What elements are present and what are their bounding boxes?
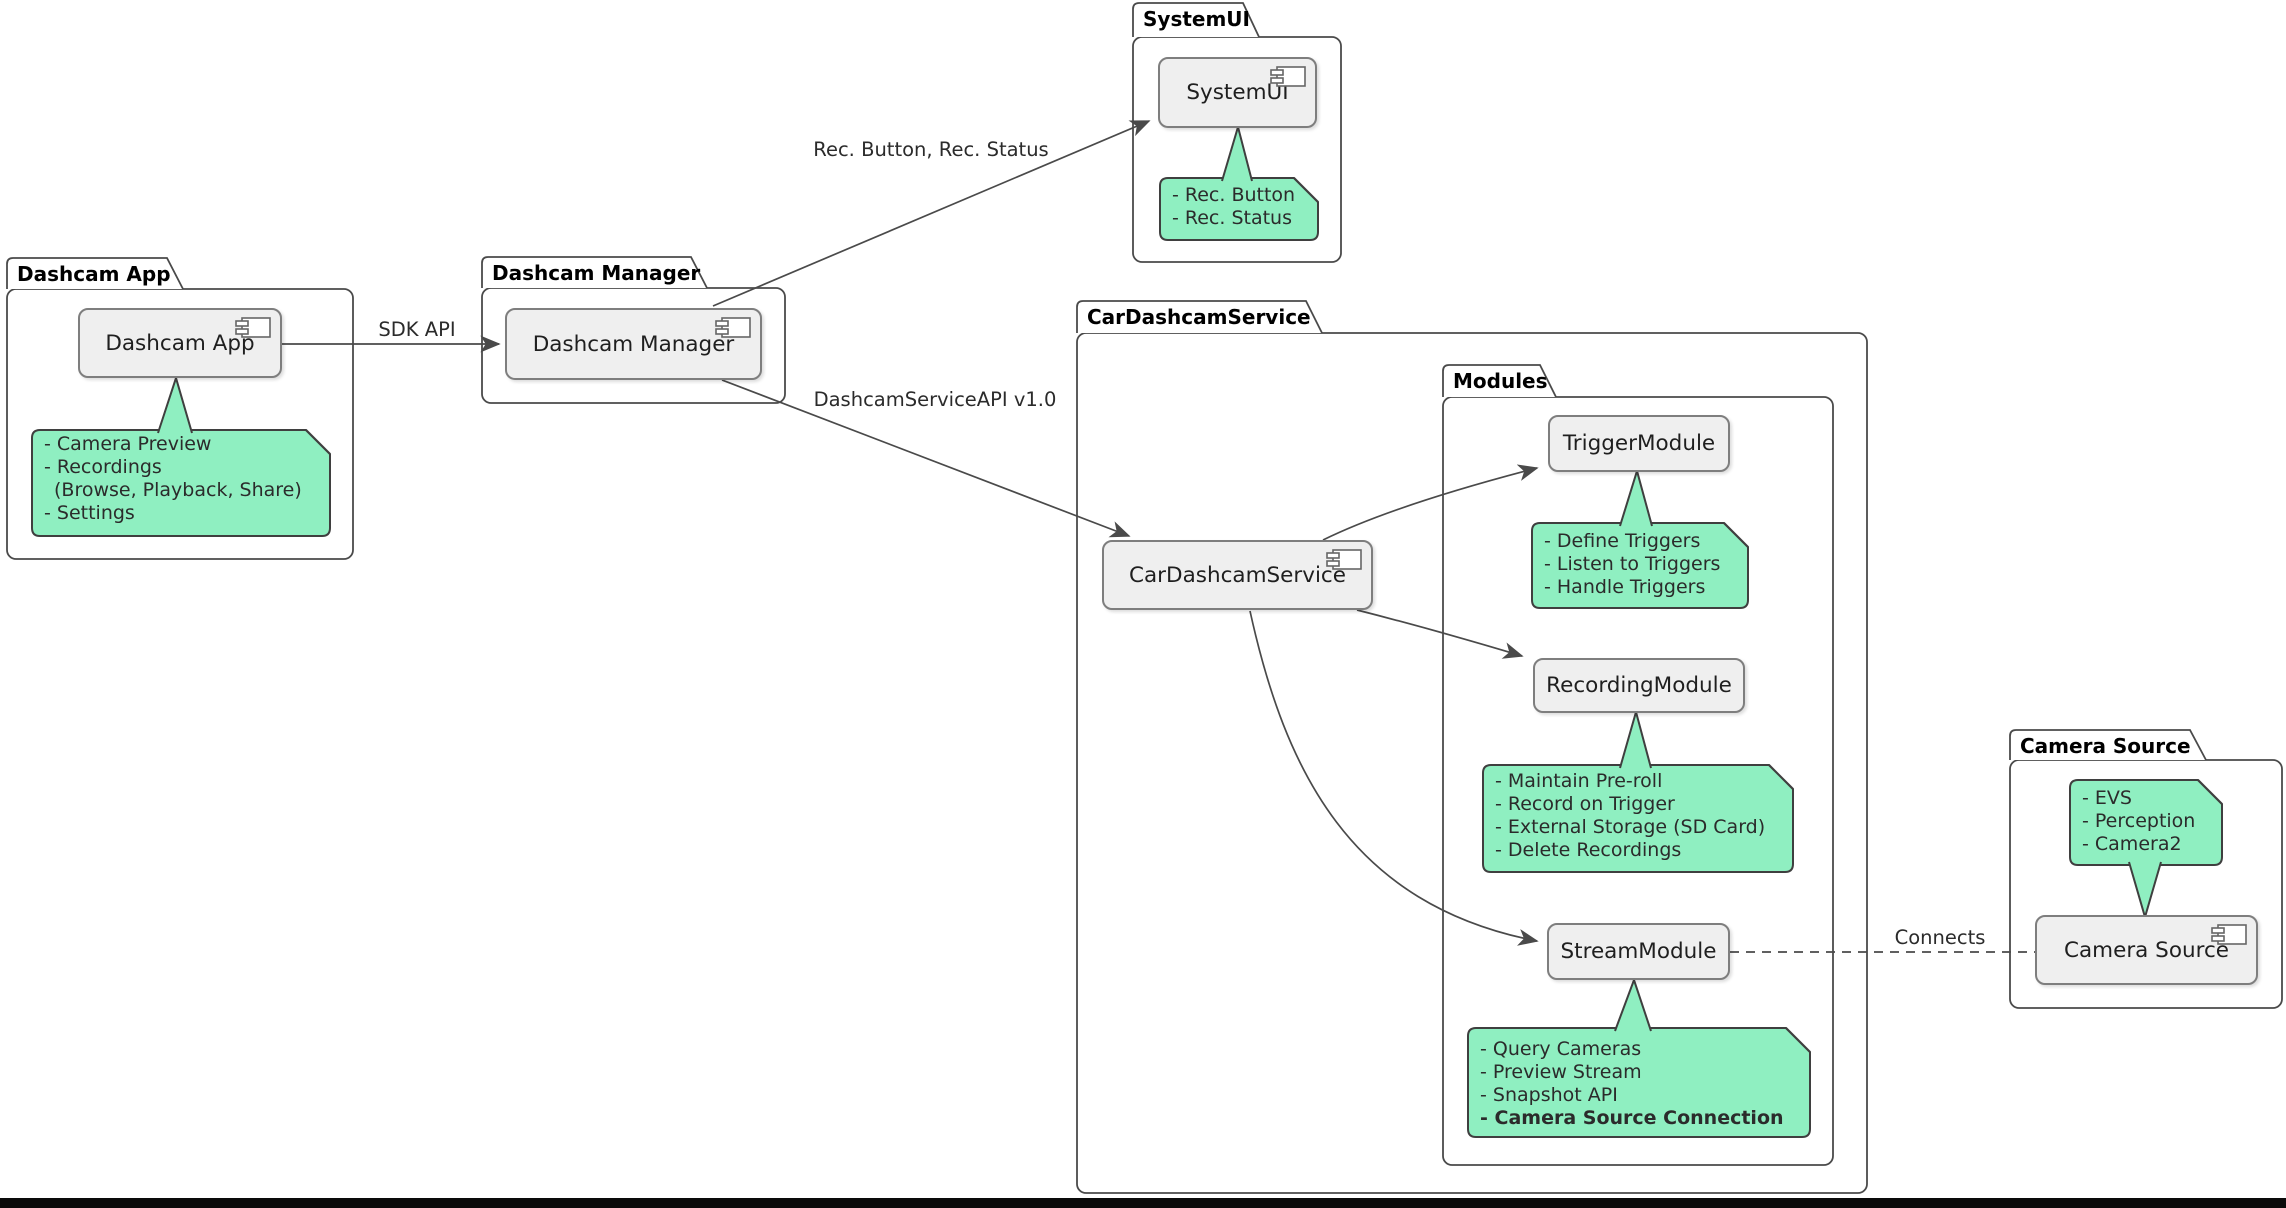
component-label: RecordingModule: [1546, 673, 1732, 698]
note-systemui: - Rec. Button - Rec. Status: [1172, 184, 1295, 230]
edge-label-rec-button-status: Rec. Button, Rec. Status: [813, 138, 1049, 161]
component-icon: [715, 317, 751, 338]
component-recording-module: RecordingModule: [1533, 658, 1745, 713]
note-line: - Listen to Triggers: [1544, 553, 1721, 575]
note-line: - Query Cameras: [1480, 1038, 1642, 1060]
package-title-modules: Modules: [1453, 369, 1548, 393]
component-icon: [1270, 66, 1306, 87]
component-stream-module: StreamModule: [1547, 923, 1730, 980]
component-label: Dashcam Manager: [532, 331, 735, 357]
component-label: CarDashcamService: [1129, 562, 1346, 588]
component-label: Camera Source: [2063, 937, 2230, 963]
edge-label-dashcam-service-api: DashcamServiceAPI v1.0: [813, 388, 1057, 411]
note-recording-module: - Maintain Pre-roll - Record on Trigger …: [1495, 770, 1765, 862]
edge-manager-to-service: [721, 379, 1131, 538]
edges: [282, 120, 2035, 953]
note-line: (Browse, Playback, Share): [54, 479, 302, 501]
component-car-dashcam-service: CarDashcamService: [1102, 540, 1373, 610]
note-camera-source-shape: [2069, 779, 2223, 921]
edge-service-to-stream: [1249, 610, 1539, 946]
note-line: - Rec. Button: [1172, 184, 1296, 206]
note-line: - Camera Source Connection: [1480, 1107, 1784, 1129]
edge-label-sdk-api: SDK API: [378, 318, 456, 341]
note-line: - EVS: [2082, 787, 2132, 809]
package-title-camera-source: Camera Source: [2020, 734, 2191, 758]
package-title-car-dashcam-service: CarDashcamService: [1087, 305, 1311, 329]
note-line: - Maintain Pre-roll: [1495, 770, 1663, 792]
package-title-dashcam-app: Dashcam App: [17, 262, 171, 286]
component-icon: [1326, 549, 1362, 570]
note-stream-module-shape: [1467, 976, 1811, 1138]
component-label: StreamModule: [1560, 939, 1717, 964]
edge-manager-to-systemui: [712, 120, 1151, 307]
note-line: - Rec. Status: [1172, 207, 1293, 229]
component-systemui: SystemUI: [1158, 57, 1317, 128]
component-icon: [235, 317, 271, 338]
note-dashcam-app: - Camera Preview - Recordings (Browse, P…: [44, 433, 302, 525]
component-label: SystemUI: [1186, 80, 1289, 105]
note-line: - Snapshot API: [1480, 1084, 1618, 1106]
note-line: - Record on Trigger: [1495, 793, 1675, 815]
edge-service-to-trigger: [1322, 464, 1539, 541]
note-line: - Define Triggers: [1544, 530, 1701, 552]
note-line: - Camera Preview: [44, 433, 212, 455]
edge-service-to-recording: [1356, 609, 1524, 659]
component-label: TriggerModule: [1562, 431, 1716, 456]
note-line: - Handle Triggers: [1544, 576, 1706, 598]
note-line: - Perception: [2082, 810, 2196, 832]
bottom-bar: [0, 1198, 2286, 1208]
note-dashcam-app-shape: [31, 374, 331, 537]
component-camera-source: Camera Source: [2035, 915, 2258, 985]
note-camera-source: - EVS - Perception - Camera2: [2082, 787, 2195, 856]
component-label: Dashcam App: [105, 330, 255, 356]
note-line: - External Storage (SD Card): [1495, 816, 1766, 838]
note-trigger-module: - Define Triggers - Listen to Triggers -…: [1544, 530, 1720, 599]
component-dashcam-manager: Dashcam Manager: [505, 308, 762, 380]
package-title-dashcam-manager: Dashcam Manager: [492, 261, 701, 285]
note-line: - Settings: [44, 502, 135, 524]
note-stream-module: - Query Cameras - Preview Stream - Snaps…: [1480, 1038, 1784, 1130]
note-line: - Recordings: [44, 456, 162, 478]
package-title-systemui: SystemUI: [1143, 7, 1250, 31]
component-dashcam-app: Dashcam App: [78, 308, 282, 378]
component-icon: [2211, 924, 2247, 945]
note-line: - Preview Stream: [1480, 1061, 1642, 1083]
edge-label-connects: Connects: [1894, 926, 1986, 949]
note-line: - Delete Recordings: [1495, 839, 1682, 861]
component-trigger-module: TriggerModule: [1548, 415, 1730, 472]
note-line: - Camera2: [2082, 833, 2182, 855]
